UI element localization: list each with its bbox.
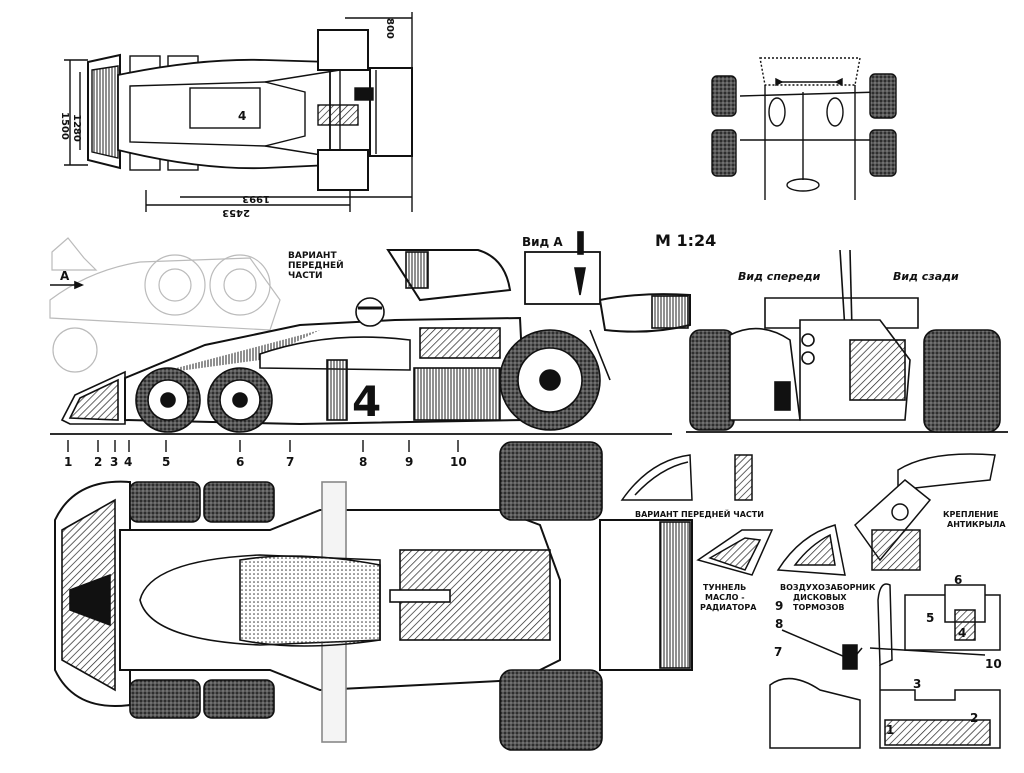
- front-rear-view: [686, 249, 1008, 433]
- variant-label-2: ПЕРЕДНЕЙ: [288, 259, 344, 271]
- section-number-4: 4: [958, 626, 966, 640]
- part-number-8: 8: [359, 455, 367, 469]
- section-number-2: 2: [970, 711, 978, 725]
- section-number-8: 8: [775, 617, 783, 631]
- oil-tunnel-caption-2: МАСЛО -: [705, 593, 745, 602]
- front-variant-caption: ВАРИАНТ ПЕРЕДНЕЙ ЧАСТИ: [635, 508, 764, 519]
- part-number-6: 6: [236, 455, 244, 469]
- scale-label: М 1:24: [655, 231, 716, 250]
- view-a-title: Вид А: [522, 235, 563, 249]
- wing-mount-caption-2: АНТИКРЫЛА: [947, 520, 1006, 529]
- dim-1993: 1993: [242, 193, 270, 204]
- rear-view-label: Вид сзади: [893, 270, 959, 283]
- part-number-10: 10: [450, 455, 467, 469]
- brake-intake-caption-2: ДИСКОВЫХ: [793, 593, 847, 602]
- steering-schematic: [711, 57, 897, 200]
- part-number-9: 9: [405, 455, 413, 469]
- wing-mount-caption-1: КРЕПЛЕНИЕ: [943, 510, 999, 519]
- side-elevation-view: 4: [49, 231, 691, 452]
- variant-label-1: ВАРИАНТ: [288, 251, 337, 261]
- side-view-labels: ВАРИАНТ ПЕРЕДНЕЙ ЧАСТИ А Вид А М 1:24 1 …: [60, 231, 716, 469]
- detail-drawings: [620, 453, 1001, 749]
- underside-plan-view: [54, 441, 693, 751]
- section-number-9: 9: [775, 599, 783, 613]
- part-number-5: 5: [162, 455, 170, 469]
- oil-tunnel-caption-3: РАДИАТОРА: [700, 603, 757, 612]
- oil-tunnel-caption-1: ТУННЕЛЬ: [703, 583, 746, 592]
- part-number-4: 4: [124, 455, 132, 469]
- top-race-number: 4: [238, 109, 246, 123]
- section-number-1: 1: [886, 723, 894, 737]
- dim-1500: 1500: [59, 112, 70, 140]
- top-plan-view: 4: [64, 12, 413, 212]
- section-number-10: 10: [985, 657, 1002, 671]
- dim-1280: 1280: [71, 114, 82, 142]
- dim-2453: 2453: [222, 207, 250, 218]
- section-number-5: 5: [926, 611, 934, 625]
- detail-captions: ВАРИАНТ ПЕРЕДНЕЙ ЧАСТИ КРЕПЛЕНИЕ АНТИКРЫ…: [635, 508, 1006, 737]
- brake-intake-caption-3: ТОРМОЗОВ: [793, 603, 844, 612]
- arrow-a-label: А: [60, 269, 70, 283]
- variant-label-3: ЧАСТИ: [288, 271, 323, 281]
- part-number-7: 7: [286, 455, 294, 469]
- section-number-3: 3: [913, 677, 921, 691]
- section-number-6: 6: [954, 573, 962, 587]
- side-race-number: 4: [352, 377, 381, 426]
- part-number-1: 1: [64, 455, 72, 469]
- part-number-3: 3: [110, 455, 118, 469]
- part-number-2: 2: [94, 455, 102, 469]
- front-view-label: Вид спереди: [738, 270, 821, 283]
- brake-intake-caption-1: ВОЗДУХОЗАБОРНИК: [780, 583, 876, 592]
- section-number-7: 7: [774, 645, 782, 659]
- dim-800: 800: [384, 18, 395, 39]
